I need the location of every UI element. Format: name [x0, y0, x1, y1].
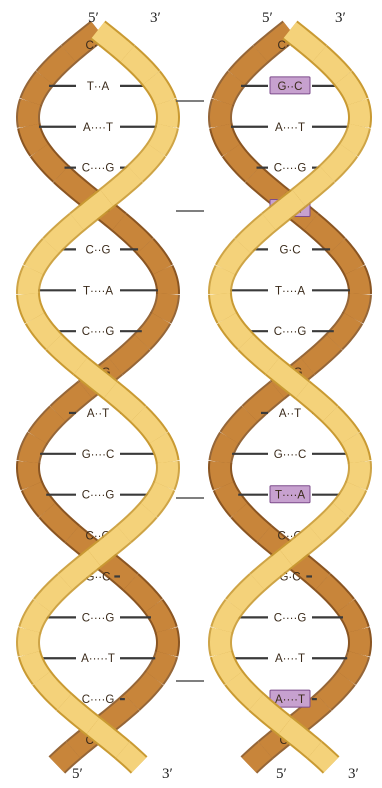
right-pair-6: G·C — [250, 244, 330, 256]
left-top-3prime-label: 3′ — [150, 10, 161, 26]
left-pair-8: C····G — [54, 326, 142, 338]
left-double-helix: C··GT··AA····TC····GC··GC··GT····AC····G… — [28, 30, 168, 765]
left-bottom-5prime-label: 5′ — [72, 766, 83, 782]
right-pair-2: G··C — [241, 77, 339, 94]
left-bottom-3prime-label: 3′ — [162, 766, 173, 782]
base-pair-label: C····G — [274, 612, 307, 624]
right-double-helix: C··GG··CA····TC····GT··AG·CT····AC····GC… — [220, 30, 360, 765]
base-pair-label: A··T — [87, 408, 109, 420]
base-pair-label: C····G — [274, 163, 307, 175]
right-top-5prime-label: 5′ — [262, 10, 273, 26]
left-pair-2: T··A — [49, 81, 147, 93]
base-pair-label: T····A — [83, 285, 113, 297]
right-pair-15: C····G — [237, 612, 343, 624]
right-pair-16: A····T — [233, 653, 347, 665]
left-top-5prime-label: 5′ — [88, 10, 99, 26]
base-pair-label: C··G — [86, 244, 111, 256]
base-pair-label: C····G — [82, 490, 115, 502]
base-pair-label: T····A — [275, 285, 305, 297]
base-pair-label: G····C — [82, 449, 115, 461]
base-pair-label: A····T — [275, 122, 305, 134]
right-pair-8: C····G — [246, 326, 334, 338]
right-top-3prime-label: 3′ — [335, 10, 346, 26]
base-pair-label: G·C — [279, 244, 300, 256]
base-pair-label: C····G — [82, 612, 115, 624]
left-pair-11: G····C — [40, 449, 156, 461]
base-pair-label: A·····T — [81, 653, 115, 665]
base-pair-label: A····T — [275, 653, 305, 665]
base-pair-label: C····G — [82, 163, 115, 175]
right-pair-12: T····A — [238, 486, 342, 503]
left-pair-16: A·····T — [41, 653, 155, 665]
comparison-markers — [176, 101, 204, 681]
right-bottom-5prime-label: 5′ — [276, 766, 287, 782]
left-pair-15: C····G — [45, 612, 151, 624]
left-pair-6: C··G — [58, 244, 138, 256]
left-pair-12: C····G — [46, 490, 150, 502]
base-pair-label: C····G — [82, 326, 115, 338]
base-pair-label: G····C — [274, 449, 307, 461]
base-pair-label: T····A — [275, 490, 305, 502]
right-pair-3: A····T — [231, 122, 349, 134]
base-pair-label: A····T — [275, 694, 305, 706]
base-pair-label: G··C — [278, 81, 303, 93]
left-pair-7: T····A — [38, 285, 158, 297]
right-bottom-3prime-label: 3′ — [348, 766, 359, 782]
base-pair-label: T··A — [87, 81, 110, 93]
base-pair-label: C····G — [82, 694, 115, 706]
base-pair-label: A··T — [279, 408, 301, 420]
right-pair-11: G····C — [232, 449, 348, 461]
base-pair-label: C····G — [274, 326, 307, 338]
left-pair-3: A····T — [39, 122, 157, 134]
right-pair-7: T····A — [230, 285, 350, 297]
base-pair-label: A····T — [83, 122, 113, 134]
